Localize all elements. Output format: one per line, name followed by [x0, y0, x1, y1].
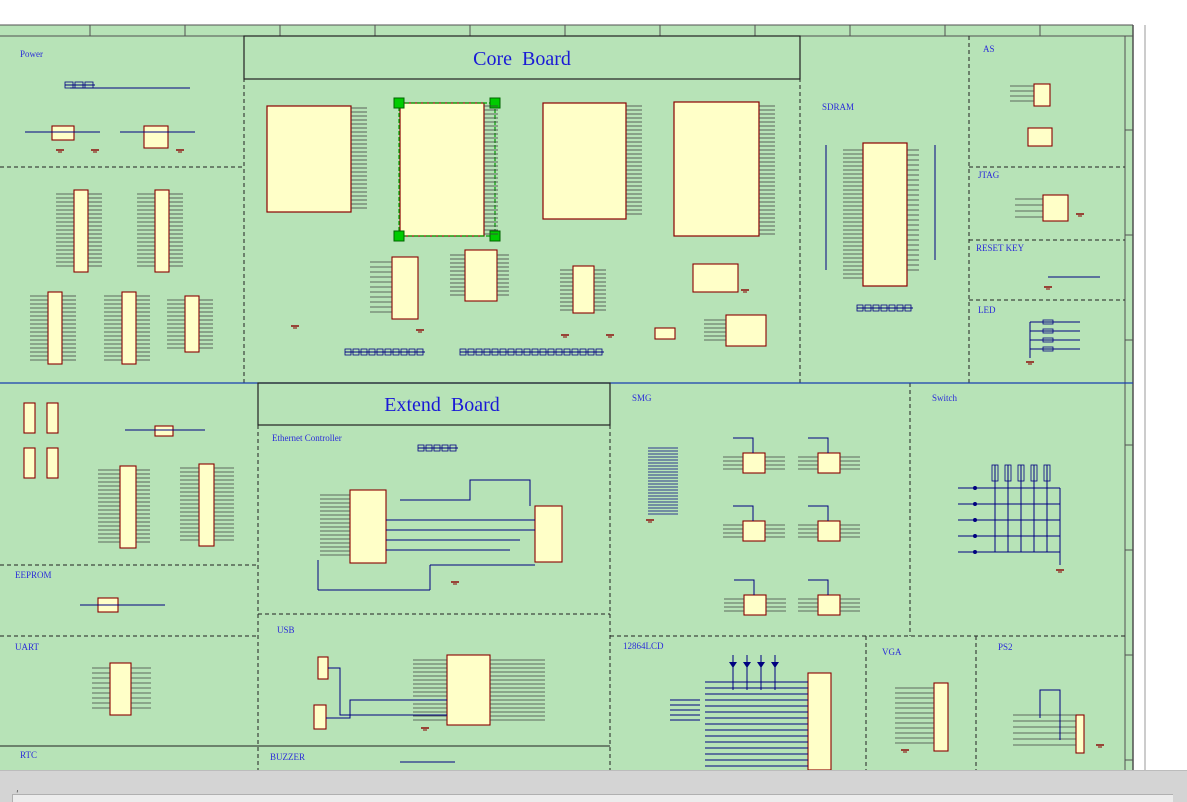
core-chip-2[interactable]	[399, 102, 485, 237]
section-label-power: Power	[20, 49, 43, 59]
extend-dip-3[interactable]	[46, 447, 59, 479]
cursor-glyph-icon: ʹ	[16, 790, 19, 801]
section-label-led: LED	[978, 305, 996, 315]
section-label-rtc: RTC	[20, 750, 37, 760]
section-label-lcd: 12864LCD	[623, 641, 664, 651]
vga-connector[interactable]	[933, 682, 949, 752]
schematic-canvas[interactable]: Core Board Extend Board Power SDRAM AS J…	[0, 0, 1187, 770]
section-label-as: AS	[983, 44, 995, 54]
usb-ic[interactable]	[446, 654, 491, 726]
section-label-jtag: JTAG	[978, 170, 1000, 180]
smg-digit-0[interactable]	[742, 452, 766, 474]
section-label-ps2: PS2	[998, 642, 1013, 652]
extend-dip-2[interactable]	[23, 447, 36, 479]
as-ic[interactable]	[1027, 127, 1053, 147]
core-ic-d[interactable]	[692, 263, 739, 293]
core-ic-b[interactable]	[464, 249, 498, 302]
extend-board-title: Extend Board	[384, 394, 500, 416]
section-label-smg: SMG	[632, 393, 652, 403]
section-label-ethernet: Ethernet Controller	[272, 433, 342, 443]
power-reg-1[interactable]	[51, 125, 75, 141]
left-ic-3[interactable]	[121, 291, 137, 365]
as-connector[interactable]	[1033, 83, 1051, 107]
smg-digit-2[interactable]	[742, 520, 766, 542]
core-chip-3[interactable]	[542, 102, 627, 220]
extend-dip-0[interactable]	[23, 402, 36, 434]
power-reg-2[interactable]	[143, 125, 169, 149]
smg-digit-4[interactable]	[743, 594, 767, 616]
core-ic-c[interactable]	[572, 265, 595, 314]
core-ic-a[interactable]	[391, 256, 419, 320]
left-ic-4[interactable]	[184, 295, 200, 353]
section-label-vga: VGA	[882, 647, 902, 657]
selection-outline	[393, 97, 501, 242]
section-label-usb: USB	[277, 625, 295, 635]
lcd-connector[interactable]	[807, 672, 832, 770]
smg-digit-3[interactable]	[817, 520, 841, 542]
usb-conn-2[interactable]	[313, 704, 327, 730]
left-ic-2[interactable]	[47, 291, 63, 365]
extend-reg[interactable]	[154, 425, 174, 437]
core-chip-4[interactable]	[673, 101, 760, 237]
core-chip-1[interactable]	[266, 105, 352, 213]
jtag-connector[interactable]	[1042, 194, 1069, 222]
smg-digit-5[interactable]	[817, 594, 841, 616]
left-ic-1[interactable]	[154, 189, 170, 273]
extend-ic-a[interactable]	[119, 465, 137, 549]
sdram-chip[interactable]	[862, 142, 908, 287]
uart-ic[interactable]	[109, 662, 132, 716]
section-label-uart: UART	[15, 642, 39, 652]
section-label-buzzer: BUZZER	[270, 752, 305, 762]
left-ic-0[interactable]	[73, 189, 89, 273]
core-ic-f[interactable]	[654, 327, 676, 340]
ps2-connector[interactable]	[1075, 714, 1085, 754]
ethernet-ic-2[interactable]	[534, 505, 563, 563]
section-label-sdram: SDRAM	[822, 102, 854, 112]
status-field	[12, 794, 1173, 802]
extend-dip-1[interactable]	[46, 402, 59, 434]
usb-conn-1[interactable]	[317, 656, 329, 680]
section-label-eeprom: EEPROM	[15, 570, 52, 580]
core-ic-e[interactable]	[725, 314, 767, 347]
core-board-title: Core Board	[473, 48, 571, 70]
smg-digit-1[interactable]	[817, 452, 841, 474]
section-label-reset-key: RESET KEY	[976, 243, 1025, 253]
section-label-switch: Switch	[932, 393, 958, 403]
schematic-components	[23, 81, 1104, 770]
ethernet-ic[interactable]	[349, 489, 387, 564]
extend-ic-b[interactable]	[198, 463, 215, 547]
